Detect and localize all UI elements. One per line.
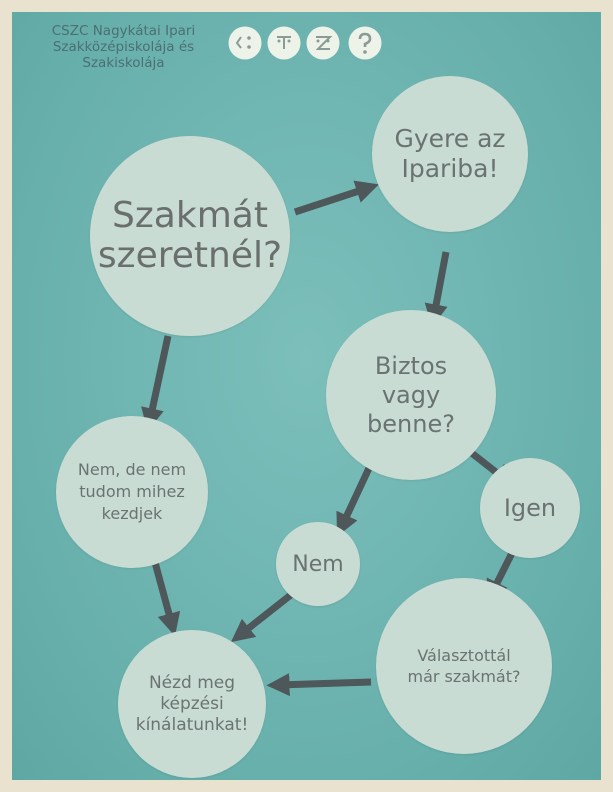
node-offer-cta: Nézd meg képzési kínálatunkat! [118,630,266,778]
arrow-no-to-offer [230,591,295,643]
thinking-face-icon [306,26,340,60]
node-no-label: Nem [292,551,344,577]
node-yes-label: Igen [503,494,557,522]
node-chosen-question: Választottál már szakmát? [376,578,552,754]
node-join-label: Gyere az Ipariba! [394,124,506,183]
node-chosen-label: Választottál már szakmát? [407,646,521,686]
arrow-dont-know-to-offer [149,554,181,637]
node-start-label: Szakmát szeretnél? [97,195,283,276]
arrow-chosen-to-offer [266,673,372,697]
neutral-face-icon [267,26,301,60]
node-offer-label: Nézd meg képzési kínálatunkat! [135,672,249,735]
school-name-line-3: Szakiskolája [82,55,165,71]
node-sure-question: Biztos vagy benne? [326,310,496,480]
node-dont-know: Nem, de nem tudom mihez kezdjek [56,416,208,568]
arrow-start-to-join [293,180,379,216]
school-name-line-1: CSZC Nagykátai Ipari [51,23,196,39]
node-no: Nem [276,522,360,606]
arrow-start-to-dont-know [141,335,172,432]
node-join-cta: Gyere az Ipariba! [372,76,528,232]
node-start-question: Szakmát szeretnél? [90,136,290,336]
node-yes: Igen [480,458,580,558]
confused-face-icon [228,26,262,60]
node-dont-know-label: Nem, de nem tudom mihez kezdjek [77,460,187,523]
arrow-join-to-sure [424,251,450,328]
arrow-sure-to-no [336,464,374,537]
school-name: CSZC Nagykátai Ipari Szakközépiskolája é… [26,23,221,71]
node-sure-label: Biztos vagy benne? [367,351,455,438]
school-name-line-2: Szakközépiskolája és [52,39,195,55]
question-mark-icon [348,26,382,60]
